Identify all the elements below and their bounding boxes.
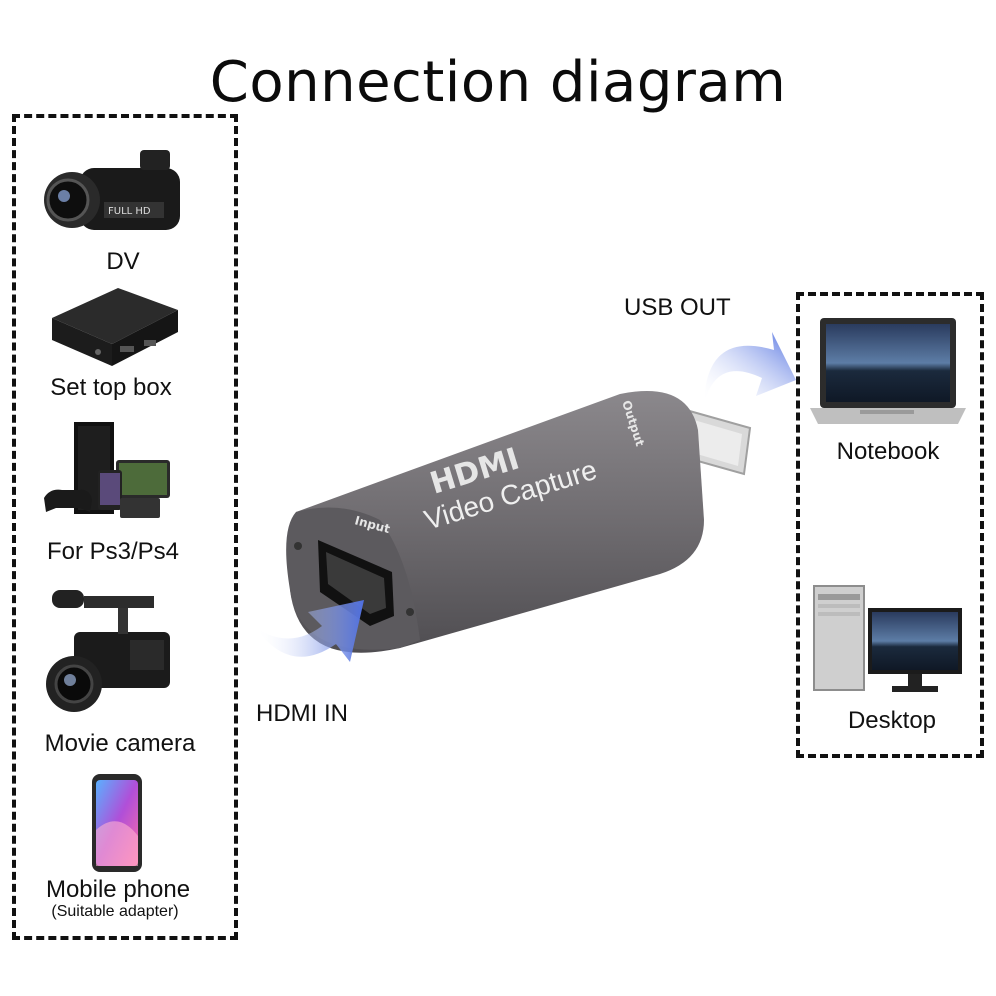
hdmi-in-label: HDMI IN <box>256 700 348 727</box>
source-label-mobile-phone: Mobile phone <box>45 876 191 903</box>
usb-out-label: USB OUT <box>624 294 731 321</box>
page-title: Connection diagram <box>209 50 787 115</box>
game-console-icon <box>44 422 170 518</box>
source-sublabel-mobile-phone: (Suitable adapter) <box>51 903 179 920</box>
source-label-ps: For Ps3/Ps4 <box>46 538 180 565</box>
camcorder-icon: FULL HD <box>44 150 180 230</box>
hdmi-in-arrow-icon <box>256 600 364 662</box>
movie-camera-icon <box>46 590 170 712</box>
mobile-phone-icon <box>92 774 142 872</box>
source-label-movie-camera: Movie camera <box>44 730 196 757</box>
camcorder-badge: FULL HD <box>108 206 151 217</box>
source-label-dv: DV <box>106 248 140 275</box>
usb-out-arrow-icon <box>704 332 796 404</box>
source-label-set-top-box: Set top box <box>50 374 172 401</box>
target-label-notebook: Notebook <box>836 438 940 465</box>
set-top-box-icon <box>52 288 178 366</box>
laptop-icon <box>810 318 966 424</box>
source-devices-box <box>12 114 238 940</box>
desktop-computer-icon <box>813 585 962 692</box>
target-label-desktop: Desktop <box>847 707 937 734</box>
target-devices-box <box>796 292 984 758</box>
